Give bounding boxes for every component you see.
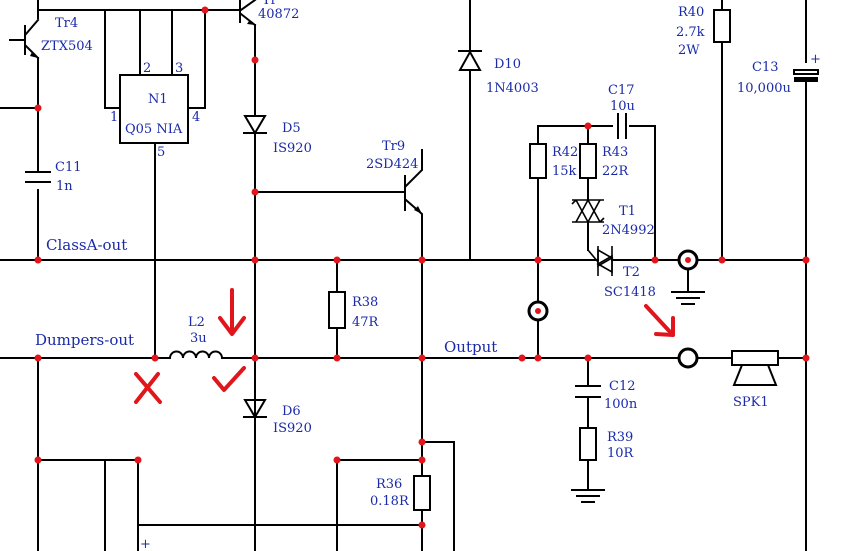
trigger-t1 [571,198,605,224]
d10-ref: D10 [494,57,521,72]
resistor-r42 [529,143,547,179]
t2-ref: T2 [623,265,640,280]
r43-ref: R43 [602,145,628,160]
c17-value: 10u [610,99,635,114]
tr-top-value: 40872 [258,7,299,22]
l2-value: 3u [190,331,207,346]
t2-value: SC1418 [604,285,656,300]
d10-value: 1N4003 [486,81,539,96]
r40-value: 2.7k [676,25,705,40]
net-label-dumpers-out: Dumpers-out [35,331,134,349]
n1-pin-2: 2 [143,61,151,76]
annotation-check-mark [212,366,246,392]
c17-ref: C17 [608,83,635,98]
annotation-cross-mark [134,372,162,404]
r36-value: 0.18R [370,494,410,509]
n1-ref: N1 [148,92,168,107]
n1-value: Q05 NIA [125,122,183,137]
n1-pin-3: 3 [175,61,183,76]
tr4-value: ZTX504 [41,39,93,54]
n1-pin-5: 5 [157,145,165,160]
resistor-r39 [579,427,597,461]
speaker-spk1 [731,350,779,386]
d6-value: IS920 [273,421,312,436]
transistor-tr4 [9,18,40,60]
triac-t2 [587,246,614,276]
terminals [527,249,699,369]
resistor-r43 [579,143,597,179]
r40-rating: 2W [678,43,700,58]
net-label-classa-out: ClassA-out [46,236,127,254]
resistor-r40 [713,9,731,43]
t1-ref: T1 [619,204,636,219]
ground-symbol-r39 [571,489,605,503]
diode-d5 [243,115,267,135]
capacitor-c11 [25,171,51,183]
r42-ref: R42 [552,145,578,160]
transistor-tr9 [404,149,423,227]
spk1-ref: SPK1 [733,395,769,410]
capacitor-c17 [617,113,627,139]
d6-ref: D6 [282,404,301,419]
capacitor-c12 [575,385,601,398]
n1-pin-1: 1 [110,110,118,125]
r39-value: 10R [607,446,635,461]
d5-ref: D5 [282,121,301,136]
ic-n1 [119,74,189,144]
r40-ref: R40 [678,5,704,20]
tr9-value: 2SD424 [366,157,418,172]
c13-ref: C13 [752,60,779,75]
annotation-down-arrow [218,288,246,336]
bottom-cap-polarity: + [140,537,151,551]
junction-dots [34,6,810,529]
c12-ref: C12 [609,379,636,394]
d5-value: IS920 [273,141,312,156]
tr4-ref: Tr4 [55,16,78,31]
capacitor-c13 [793,69,819,82]
tr-top-ref: Tr [262,0,278,8]
c11-value: 1n [56,179,73,194]
c11-ref: C11 [55,160,82,175]
t1-value: 2N4992 [602,223,655,238]
net-label-output: Output [444,338,497,356]
diode-d10 [458,49,482,71]
r38-ref: R38 [352,295,378,310]
r36-ref: R36 [376,477,402,492]
inductor-l2 [168,350,224,360]
c12-value: 100n [604,397,638,412]
r39-ref: R39 [607,430,633,445]
ground-symbol-terminal [671,291,705,305]
r38-value: 47R [352,315,380,330]
c13-value: 10,000u [737,81,791,96]
wires [0,0,807,551]
l2-ref: L2 [188,315,205,330]
tr9-ref: Tr9 [382,139,405,154]
transistor-tr-40872 [239,0,257,27]
annotation-diagonal-arrow [644,304,675,337]
r42-value: 15k [552,164,577,179]
r43-value: 22R [602,164,630,179]
resistor-r36 [413,475,431,511]
n1-pin-4: 4 [192,110,200,125]
diode-d6 [243,399,267,419]
c13-polarity: + [810,52,821,67]
resistor-r38 [328,291,346,329]
